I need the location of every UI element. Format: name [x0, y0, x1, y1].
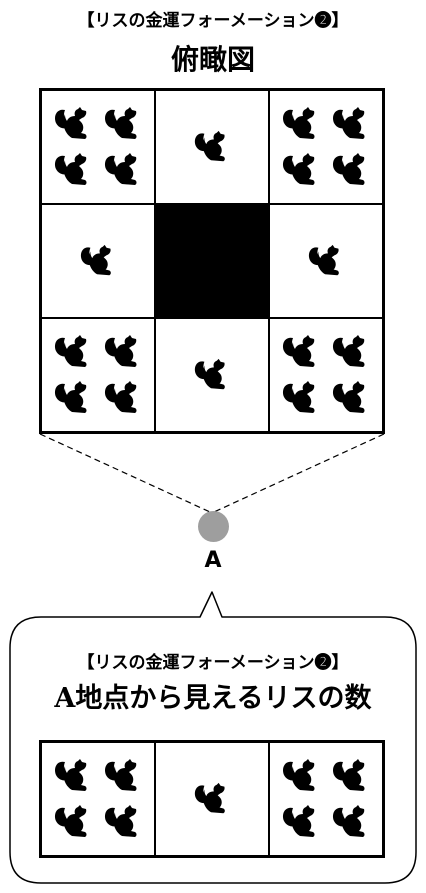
squirrel-icon: [53, 150, 93, 190]
grid-cell: [155, 90, 269, 204]
sight-line-left: [39, 433, 211, 513]
squirrel-icon: [103, 802, 143, 842]
grid-cell: [41, 90, 155, 204]
squirrel-icon: [53, 332, 93, 372]
overhead-grid: [39, 88, 385, 434]
squirrel-icon: [103, 104, 143, 144]
squirrel-group: [53, 756, 143, 842]
squirrel-group: [53, 332, 143, 418]
squirrel-group: [281, 104, 371, 190]
squirrel-icon: [281, 150, 321, 190]
top-subtitle: 俯瞰図: [170, 43, 255, 76]
squirrel-icon: [331, 756, 371, 796]
squirrel-icon: [331, 332, 371, 372]
squirrel-icon: [103, 332, 143, 372]
squirrel-icon: [331, 150, 371, 190]
squirrel-group: [281, 332, 371, 418]
squirrel-icon: [331, 104, 371, 144]
squirrel-icon: [307, 242, 345, 280]
grid-cell: [41, 204, 155, 318]
squirrel-icon: [53, 104, 93, 144]
squirrel-icon: [53, 802, 93, 842]
squirrel-icon: [193, 128, 231, 166]
grid-cell: [269, 318, 383, 432]
squirrel-group: [53, 104, 143, 190]
squirrel-icon: [193, 356, 231, 394]
squirrel-icon: [281, 332, 321, 372]
squirrel-icon: [79, 242, 117, 280]
squirrel-icon: [331, 378, 371, 418]
bubble-subtitle: A地点から見えるリスの数: [54, 683, 372, 714]
grid-cell: [155, 318, 269, 432]
squirrel-icon: [281, 756, 321, 796]
squirrel-icon: [331, 802, 371, 842]
center-block: [155, 204, 269, 318]
squirrel-icon: [103, 378, 143, 418]
squirrel-icon: [281, 378, 321, 418]
squirrel-icon: [281, 104, 321, 144]
viewpoint-label: A: [204, 548, 222, 573]
grid-cell: [269, 204, 383, 318]
viewpoint-marker: [198, 511, 229, 542]
squirrel-group: [281, 756, 371, 842]
squirrel-icon: [193, 780, 231, 818]
grid-cell: [41, 742, 155, 856]
grid-cell: [269, 742, 383, 856]
top-title: 【リスの金運フォーメーション❷】: [77, 11, 349, 31]
squirrel-icon: [53, 378, 93, 418]
squirrel-icon: [281, 802, 321, 842]
grid-cell: [269, 90, 383, 204]
squirrel-icon: [103, 150, 143, 190]
bubble-title: 【リスの金運フォーメーション❷】: [77, 653, 349, 673]
grid-cell: [41, 318, 155, 432]
squirrel-icon: [103, 756, 143, 796]
visible-row: [39, 740, 385, 858]
squirrel-icon: [53, 756, 93, 796]
sight-line-right: [213, 433, 385, 513]
grid-cell: [155, 742, 269, 856]
